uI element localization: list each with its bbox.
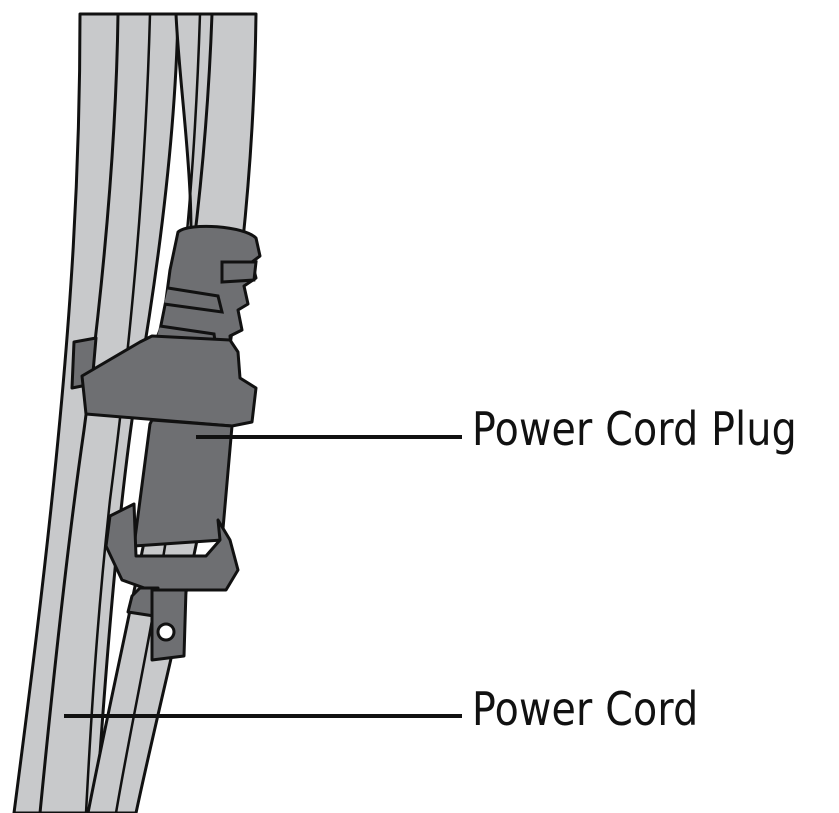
plug-ridge — [220, 260, 258, 284]
prong-hole — [156, 622, 176, 642]
plug-ridge — [163, 286, 224, 314]
plug-body — [132, 418, 234, 548]
power-cord-label: Power Cord — [472, 682, 699, 736]
plug-collar — [80, 334, 258, 428]
plug-cord-clip — [104, 502, 240, 592]
cord-outline-line — [84, 13, 152, 813]
power-cord-plug-label: Power Cord Plug — [472, 402, 797, 456]
